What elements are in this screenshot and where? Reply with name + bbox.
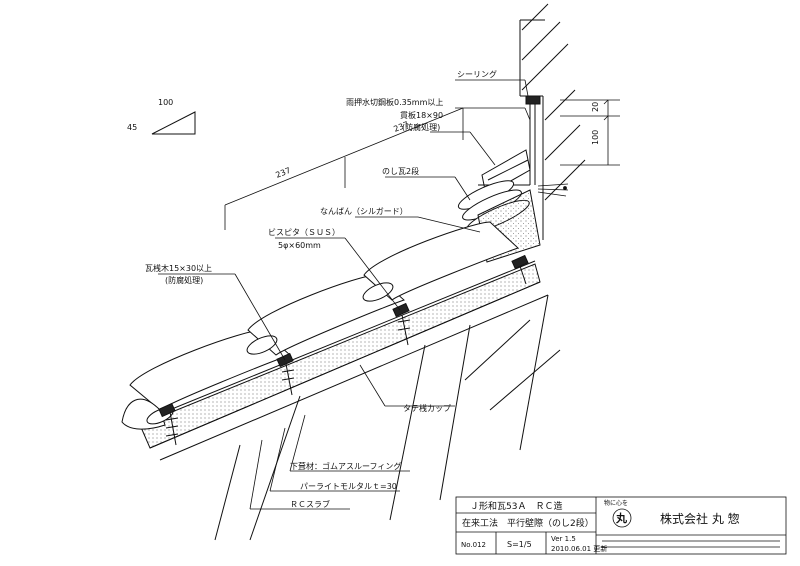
- slope-indicator: 100 45: [127, 98, 196, 135]
- label-board-note: (防腐処理): [402, 122, 440, 132]
- drawing-scale: S=1/5: [507, 540, 532, 549]
- rc-wall: [519, 3, 586, 240]
- roof-tiles: [121, 221, 519, 430]
- dim-100: 100: [591, 130, 600, 145]
- slope-run: 100: [158, 98, 173, 107]
- battens-screws: [158, 254, 529, 446]
- title-block: [455, 496, 787, 555]
- label-mortar: パーライトモルタルｔ=30: [300, 482, 397, 491]
- drawing-date: 2010.06.01 更新: [551, 544, 607, 553]
- drawing-number: No.012: [461, 541, 486, 549]
- slope-rise: 45: [127, 123, 137, 132]
- label-tate: タテ桟カップ: [403, 403, 451, 413]
- company-tagline: 物に心を: [604, 499, 628, 507]
- label-batten-note: (防腐処理): [165, 275, 203, 285]
- label-underlay: 下葺材：ゴムアスルーフィング: [290, 461, 401, 471]
- title-sub: 在来工法 平行壁際（のし2段）: [462, 517, 594, 529]
- label-sealing: シーリング: [457, 69, 497, 79]
- label-nanban: なんばん（シルガード）: [320, 206, 408, 216]
- leader-lines: [158, 79, 531, 510]
- label-screw: ビスピタ（ＳＵＳ）: [268, 228, 340, 237]
- label-board: 貫板18×90: [400, 110, 443, 120]
- company-logo: 丸: [615, 511, 628, 525]
- title-main: Ｊ形和瓦53Ａ ＲＣ造: [470, 500, 562, 512]
- company-name: 株式会社 丸 惣: [660, 511, 740, 526]
- drawing-version: Ver 1.5: [551, 535, 576, 543]
- label-batten: 瓦桟木15×30以上: [145, 263, 212, 273]
- label-noshi: のし瓦2段: [382, 166, 419, 176]
- roof-layers: [139, 260, 549, 461]
- label-flashing: 雨押水切鋼板0.35mm以上: [346, 97, 443, 107]
- label-slab: ＲＣスラブ: [290, 499, 330, 509]
- dimensions: [224, 99, 620, 230]
- label-screw-spec: 5φ×60mm: [278, 241, 321, 250]
- dim-237-left: 237: [274, 166, 292, 180]
- wire-tie: [537, 183, 569, 197]
- dim-20: 20: [591, 102, 600, 112]
